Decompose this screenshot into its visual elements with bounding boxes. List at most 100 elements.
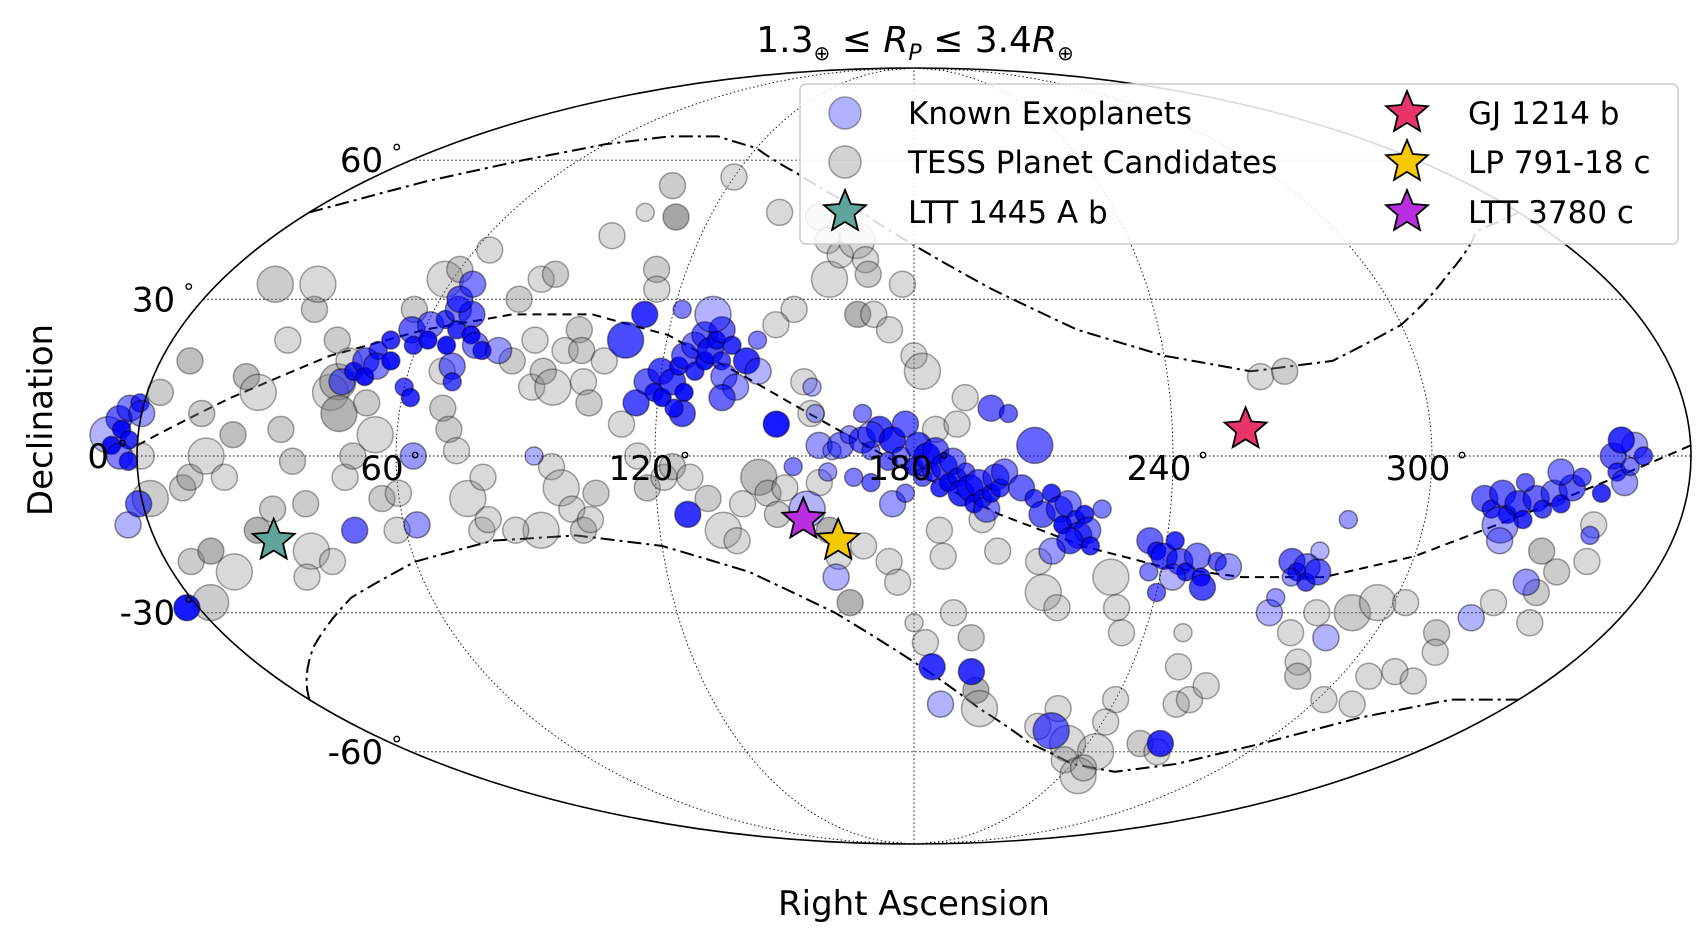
tess-candidate-point: [1192, 671, 1220, 700]
lp-791-18-c-star: [814, 516, 862, 561]
tess-candidate-point: [1516, 609, 1544, 637]
known-exoplanet-point: [130, 393, 150, 413]
known-exoplanet-point: [484, 336, 513, 365]
tess-candidate-point: [187, 399, 216, 428]
tess-candidate-point: [1024, 573, 1063, 612]
y-tick-degree: °: [391, 141, 402, 166]
tess-candidate-point: [368, 484, 396, 513]
known-exoplanet-point: [399, 442, 428, 470]
known-exoplanet-point: [1092, 499, 1112, 519]
x-tick-label: 120: [609, 449, 674, 489]
known-exoplanet-point: [852, 403, 873, 424]
known-exoplanet-point: [1056, 526, 1084, 555]
tess-candidate-point: [1421, 638, 1449, 667]
known-exoplanet-point: [674, 382, 694, 403]
tess-candidate-point: [740, 458, 778, 497]
tess-candidate-point: [505, 285, 533, 314]
tess-candidate-point: [176, 347, 204, 375]
known-exoplanet-point: [524, 446, 544, 466]
tess-candidate-point: [1527, 537, 1556, 565]
tess-candidate-point: [442, 436, 471, 465]
tess-candidate-point: [582, 479, 610, 507]
tess-candidates-series: [127, 163, 1608, 795]
tess-candidate-point: [704, 511, 743, 549]
legend-marker: [821, 187, 869, 232]
tess-candidate-point: [1355, 662, 1383, 691]
tess-candidate-point: [292, 532, 331, 570]
y-tick-label: 60: [340, 141, 383, 181]
tess-candidate-point: [475, 236, 504, 264]
tess-candidate-point: [352, 389, 381, 417]
tess-candidate-point: [960, 689, 999, 728]
legend-label: LP 791-18 c: [1468, 145, 1651, 181]
tess-candidate-point: [449, 479, 487, 518]
known-exoplanet-point: [1485, 526, 1514, 555]
known-exoplanet-point: [1551, 494, 1571, 514]
x-tick-label: 60: [360, 449, 403, 489]
known-exoplanet-point: [1312, 623, 1340, 652]
tess-candidate-point: [542, 469, 580, 507]
boundary-curves: [136, 135, 1692, 773]
ltt-1445-a-b-star: [250, 516, 297, 561]
known-exoplanet-point: [1080, 536, 1101, 556]
tess-candidate-point: [1284, 648, 1312, 676]
legend-label: LTT 1445 A b: [908, 195, 1108, 231]
tess-candidate-point: [1050, 746, 1079, 774]
known-exoplanet-point: [1265, 587, 1286, 608]
tess-candidate-point: [529, 357, 558, 386]
known-exoplanet-point: [1255, 598, 1284, 627]
tess-candidate-point: [1338, 690, 1366, 718]
legend-marker: [1383, 137, 1431, 182]
tess-candidate-point: [429, 394, 457, 422]
tess-candidate-point: [384, 479, 413, 507]
tess-candidate-point: [541, 260, 570, 289]
known-exoplanet-point: [1207, 551, 1227, 572]
tess-candidate-point: [469, 463, 497, 492]
legend-frame: [799, 83, 1679, 245]
tess-candidate-point: [762, 310, 790, 339]
tess-candidate-point: [339, 442, 367, 470]
known-exoplanet-point: [114, 511, 142, 539]
tess-candidate-point: [320, 394, 358, 433]
tess-candidate-point: [567, 336, 596, 365]
known-exoplanet-point: [418, 330, 438, 350]
known-exoplanet-point: [1183, 542, 1212, 571]
tess-candidate-point: [1101, 685, 1130, 714]
tess-candidate-point: [662, 203, 690, 231]
known-exoplanet-point: [1338, 509, 1359, 530]
known-exoplanet-point: [891, 446, 911, 466]
known-exoplanets-series: [89, 270, 1654, 758]
tess-candidate-point: [925, 516, 954, 544]
tess-candidate-point: [1043, 593, 1071, 622]
tess-candidate-point: [911, 628, 940, 657]
known-exoplanet-point: [732, 347, 761, 375]
tess-candidate-point: [551, 336, 579, 365]
known-exoplanet-point: [1139, 562, 1159, 582]
tess-candidate-point: [1542, 558, 1571, 586]
known-exoplanet-point: [694, 295, 732, 334]
known-exoplanet-point: [664, 398, 684, 418]
known-exoplanet-point: [990, 458, 1019, 486]
known-exoplanet-point: [805, 403, 826, 424]
meridian-line: [654, 67, 915, 845]
known-exoplanet-point: [1580, 525, 1600, 546]
y-tick-label: -30: [120, 594, 176, 634]
known-exoplanet-point: [708, 383, 736, 412]
tess-candidate-point: [1024, 547, 1053, 576]
tess-candidate-point: [849, 532, 878, 560]
known-exoplanet-point: [672, 299, 692, 320]
known-exoplanet-point: [822, 563, 850, 591]
tess-candidate-point: [219, 420, 247, 449]
known-exoplanet-point: [622, 389, 650, 417]
tess-candidate-point: [943, 410, 971, 438]
known-exoplanet-point: [1032, 711, 1070, 750]
known-exoplanet-point: [1532, 499, 1553, 519]
tess-candidate-point: [1164, 653, 1193, 681]
tess-candidate-point: [642, 255, 671, 284]
chart-title: 1.3⊕ ≤ RP ≤ 3.4R⊕: [756, 20, 1073, 66]
known-exoplanet-point: [340, 516, 369, 544]
known-exoplanet-point: [817, 462, 838, 482]
known-exoplanet-point: [762, 410, 791, 438]
known-exoplanet-point: [861, 440, 881, 461]
tess-candidate-point: [278, 447, 307, 476]
